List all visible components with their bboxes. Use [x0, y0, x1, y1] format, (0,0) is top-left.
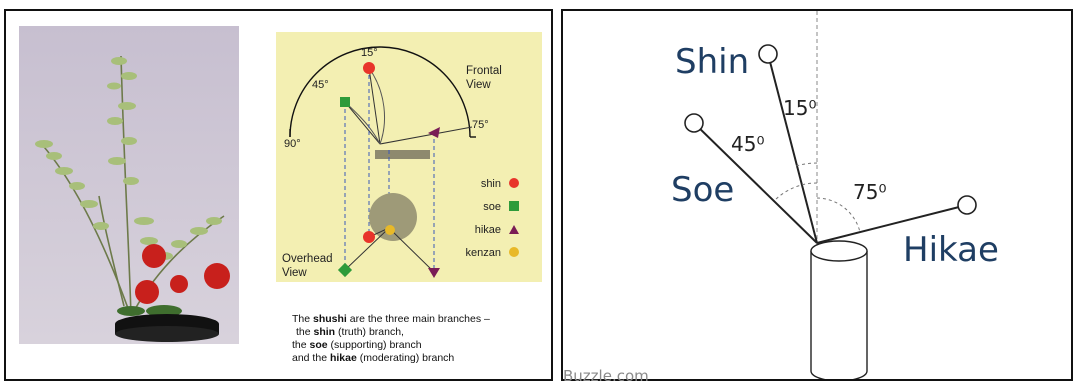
angle-75-label-right: 75⁰: [853, 180, 886, 204]
hikae-label: Hikae: [903, 230, 999, 270]
frontal-view-label-1: Frontal: [466, 65, 502, 77]
legend-soe-label: soe: [483, 201, 501, 213]
legend-hikae-label: hikae: [475, 224, 501, 236]
kenzan-marker: [385, 225, 395, 235]
legend-shin-label: shin: [481, 178, 501, 190]
soe-branch: [693, 122, 818, 244]
soe-label: Soe: [671, 170, 734, 210]
shushi-caption: The shushi are the three main branches –…: [292, 313, 490, 364]
left-panel: 15° 45° 90° 75° Frontal View Overhead Vi…: [4, 9, 553, 381]
angle-45-label: 45°: [312, 79, 329, 91]
legend-soe-marker: [509, 201, 519, 211]
angle-15-label: 15°: [361, 47, 378, 59]
soe-marker-front: [340, 97, 350, 107]
branch-angle-diagram: Shin Soe Hikae 15⁰ 45⁰ 75⁰: [671, 11, 999, 379]
legend-shin-marker: [509, 178, 519, 188]
shin-branch: [767, 53, 818, 244]
overhead-view-label-1: Overhead: [282, 253, 333, 265]
watermark: Buzzle.com: [563, 367, 649, 385]
legend-kenzan-label: kenzan: [466, 247, 501, 259]
kenzan-overhead: [369, 193, 417, 241]
vase-body: [810, 251, 868, 379]
angle-90-label: 90°: [284, 138, 301, 150]
angle-75-label: 75°: [472, 119, 489, 131]
soe-marker-overhead: [337, 262, 353, 278]
angle-45-label-right: 45⁰: [731, 132, 764, 156]
legend-kenzan-marker: [509, 247, 519, 257]
hikae-end: [957, 195, 977, 215]
legend: shin soe hikae kenzan: [466, 178, 519, 259]
arc-15: [795, 162, 818, 167]
shin-marker-overhead: [363, 231, 375, 243]
arc-45: [773, 182, 818, 202]
frontal-view-label-2: View: [466, 79, 491, 91]
ikebana-photo: [19, 26, 239, 344]
right-panel: Shin Soe Hikae 15⁰ 45⁰ 75⁰ Buzzle.com: [561, 9, 1073, 385]
shin-end: [758, 44, 778, 64]
ikebana-illustration: [19, 26, 239, 344]
shin-marker-front: [363, 62, 375, 74]
vase-top: [810, 240, 868, 262]
shin-label: Shin: [675, 42, 749, 82]
overhead-view-label-2: View: [282, 267, 307, 279]
soe-end: [684, 113, 704, 133]
angle-diagram-svg: 15° 45° 90° 75° Frontal View Overhead Vi…: [282, 46, 519, 279]
hikae-marker-front: [428, 127, 440, 138]
hikae-marker-overhead: [428, 268, 440, 278]
arc-75: [816, 197, 861, 233]
angle-15-label-right: 15⁰: [783, 96, 816, 120]
container-front: [375, 150, 430, 159]
angle-arc: [289, 46, 471, 138]
frontal-overhead-diagram: 15° 45° 90° 75° Frontal View Overhead Vi…: [276, 32, 542, 282]
legend-hikae-marker: [509, 225, 519, 234]
hikae-branch: [816, 204, 968, 244]
